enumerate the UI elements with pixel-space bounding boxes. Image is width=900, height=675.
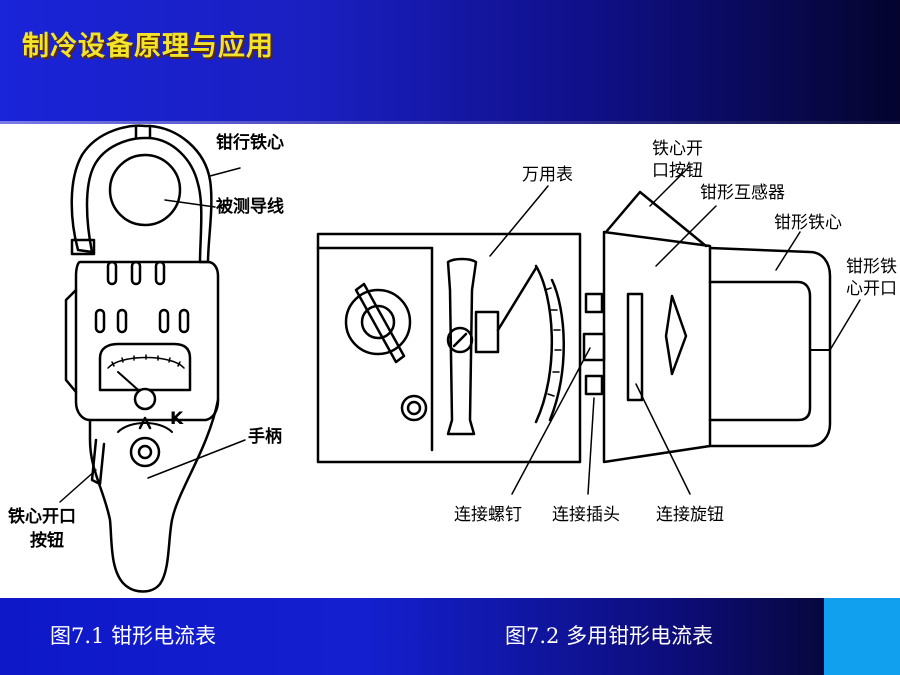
label-transformer: 钳形互感器 xyxy=(700,183,785,203)
label-opening-line2: 心开口 xyxy=(846,279,897,299)
label-multimeter: 万用表 xyxy=(522,165,573,185)
label-core: 钳行铁心 xyxy=(216,132,284,153)
wire-circle xyxy=(108,153,182,227)
label-plug: 连接插头 xyxy=(552,505,620,525)
slide-header: 制冷设备原理与应用 xyxy=(0,0,900,122)
label-button-line2: 按钮 xyxy=(30,530,64,551)
label-opening-line1: 钳形铁 xyxy=(846,257,897,277)
label-handle: 手柄 xyxy=(248,426,282,447)
clamp-core xyxy=(708,246,832,448)
scale-arc xyxy=(534,264,554,424)
label-open-button-line2: 口按钮 xyxy=(652,161,703,181)
clamp-meter-figure xyxy=(59,124,246,593)
label-knob: 连接旋钮 xyxy=(656,505,724,525)
slide-footer xyxy=(0,598,900,675)
caption-figure-7-1: 图7.1 钳形电流表 xyxy=(50,624,217,648)
label-wire: 被测导线 xyxy=(216,196,284,217)
rotary-switch xyxy=(344,288,412,356)
label-screw: 连接螺钉 xyxy=(454,505,522,525)
diagram-area: 钳行铁心 被测导线 K 手柄 铁心开口 按钮 xyxy=(8,124,897,593)
meter-handle xyxy=(88,398,220,593)
multimeter-body xyxy=(316,232,582,464)
label-k: K xyxy=(170,409,184,429)
header-divider xyxy=(0,121,900,124)
label-open-button-line1: 铁心开 xyxy=(652,139,703,159)
dial-window xyxy=(98,342,192,392)
slide-title: 制冷设备原理与应用 xyxy=(22,31,274,62)
label-clamp-core: 钳形铁心 xyxy=(774,213,842,233)
caption-figure-7-2: 图7.2 多用钳形电流表 xyxy=(505,624,714,648)
clamp-jaw xyxy=(70,124,213,264)
footer-accent-block xyxy=(824,598,900,675)
multi-clamp-figure xyxy=(316,165,861,495)
meter-body xyxy=(74,260,220,422)
label-button-line1: 铁心开口 xyxy=(8,506,76,527)
